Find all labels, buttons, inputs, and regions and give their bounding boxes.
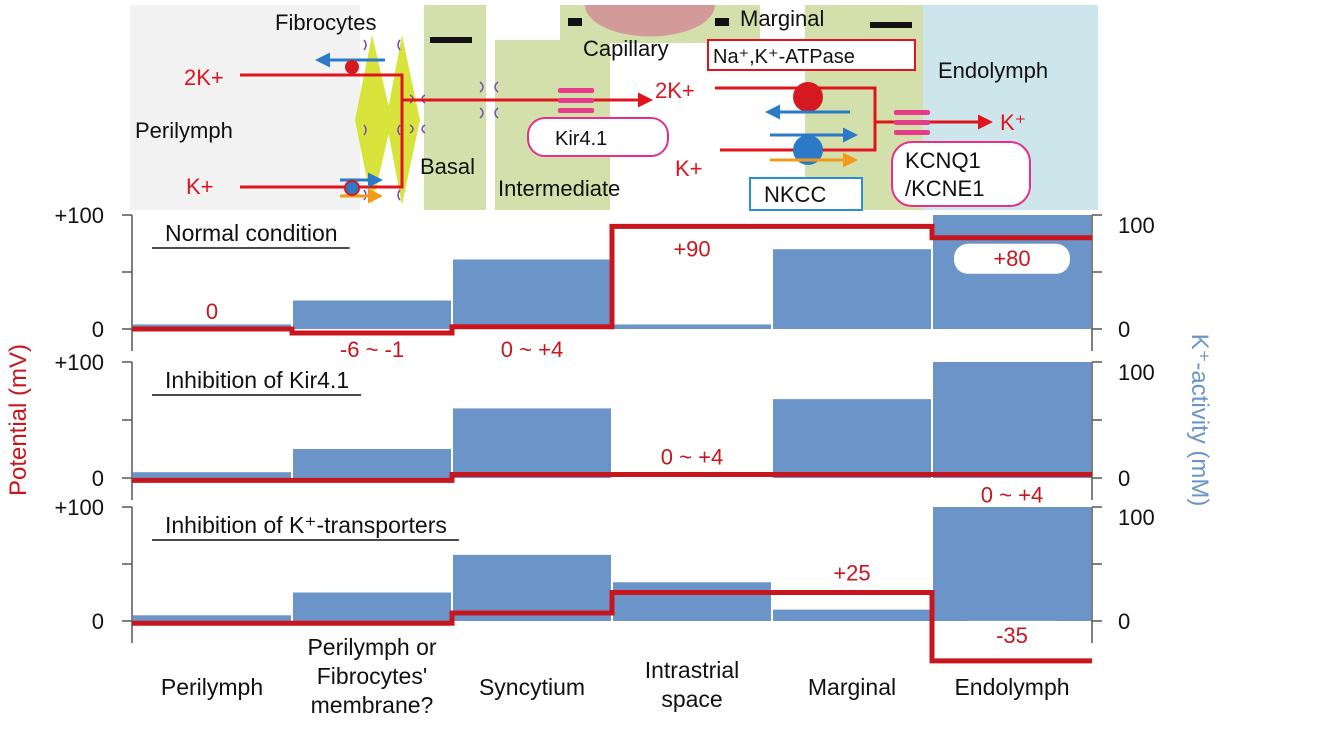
fibrocytes-label: Fibrocytes — [275, 10, 376, 35]
capillary-wall-right — [715, 18, 729, 26]
k-activity-bar — [773, 609, 931, 621]
atpase-label: Na⁺,K⁺-ATPase — [713, 46, 855, 68]
chart-panel: +100 0 100 0 Inhibition of Kir4.1 0 ~ +4 0 ~ +… — [54, 350, 1155, 511]
basal-label: Basal — [420, 154, 475, 179]
potential-line — [132, 590, 1092, 664]
nkcc-label-box — [749, 177, 863, 211]
category-label: membrane? — [311, 692, 434, 718]
schematic: Fibrocytes Perilymph Basal Intermediate … — [130, 5, 1098, 211]
category-label: Perilymph — [161, 674, 263, 700]
kcnq1-channel — [894, 110, 930, 135]
kcnq-label-line1: KCNQ1 — [905, 148, 981, 173]
atpase-pump — [793, 82, 823, 112]
kir41-label: Kir4.1 — [555, 128, 607, 150]
k-activity-bar — [133, 472, 291, 478]
right-tick-label: 0 — [1118, 317, 1130, 342]
k-activity-bar — [453, 408, 611, 478]
potential-label: 0 ~ +4 — [981, 483, 1043, 508]
k-activity-bar — [453, 259, 611, 329]
category-label: Fibrocytes' — [317, 663, 427, 689]
k-activity-bar — [453, 554, 611, 621]
potential-label: -35 — [996, 623, 1028, 648]
fibrocyte-pump — [345, 60, 359, 74]
potential-label-bg — [954, 620, 1070, 651]
right-tick-label: 100 — [1118, 213, 1155, 238]
perilymph-region — [130, 5, 360, 210]
tight-junction-marginal — [870, 22, 912, 28]
right-tick-label: 100 — [1118, 360, 1155, 385]
capillary-shape — [585, 5, 715, 37]
nkcc-label: NKCC — [764, 182, 826, 207]
right-tick-label: 100 — [1118, 505, 1155, 530]
left-tick-label: 0 — [92, 466, 104, 491]
k-activity-bar — [293, 300, 451, 329]
potential-label: +25 — [833, 561, 870, 586]
category-label: Syncytium — [479, 674, 585, 700]
left-tick-label: 0 — [92, 609, 104, 634]
chart-panel: +100 0 100 0 Normal condition 0 -6 ~ -1 0 ~ +4 +… — [54, 203, 1154, 362]
capillary-wall-left — [568, 18, 582, 26]
potential-label-bg — [954, 243, 1070, 274]
marginal-label: Marginal — [740, 6, 824, 31]
potential-label: +80 — [993, 246, 1030, 271]
capillary-label: Capillary — [583, 36, 669, 61]
k-activity-bar — [613, 582, 771, 621]
k-activity-bar — [293, 592, 451, 621]
chart-panel: +100 0 100 0 Inhibition of K⁺-transporters +2… — [54, 495, 1155, 664]
atpase-label-box — [707, 39, 916, 71]
ion-k-right: K⁺ — [1000, 110, 1026, 135]
fibrocyte-cell-left — [355, 35, 392, 205]
potential-label: -6 ~ -1 — [340, 337, 404, 362]
left-tick-label: +100 — [54, 350, 104, 375]
k-activity-bar — [773, 249, 931, 329]
right-tick-label: 0 — [1118, 609, 1130, 634]
k-activity-bar — [293, 449, 451, 478]
category-labels: Perilymph Perilymph or Fibrocytes' membrane… — [161, 634, 1070, 718]
panel-title: Normal condition — [165, 220, 338, 246]
k-activity-bar — [773, 399, 931, 478]
potential-line — [132, 472, 1092, 483]
panel-title: Inhibition of Kir4.1 — [165, 367, 349, 393]
potential-label: 0 ~ +4 — [661, 445, 723, 470]
potential-label: +90 — [673, 236, 710, 261]
kir41-channel — [558, 88, 594, 113]
tight-junction-basal — [430, 37, 472, 43]
ion-2k-left: 2K+ — [184, 65, 224, 90]
kcnq-label-line2: /KCNE1 — [905, 176, 984, 201]
category-label: Perilymph or — [307, 634, 436, 660]
k-activity-bar — [613, 324, 771, 329]
right-tick-label: 0 — [1118, 466, 1130, 491]
category-label: Intrastrial — [645, 657, 740, 683]
potential-label-bg — [954, 480, 1070, 511]
perilymph-label: Perilymph — [135, 118, 233, 143]
ion-k-mid: K+ — [675, 156, 703, 181]
endolymph-region-label: Endolymph — [938, 58, 1048, 83]
left-axis-title: Potential (mV) — [5, 344, 32, 496]
ion-k-left: K+ — [186, 174, 214, 199]
ion-2k-mid: 2K+ — [655, 78, 695, 103]
k-activity-bar — [133, 615, 291, 621]
left-tick-label: +100 — [54, 495, 104, 520]
k-activity-bar — [933, 362, 1091, 478]
category-label: space — [661, 686, 722, 712]
right-axis-title: K⁺-activity (mM) — [1186, 334, 1213, 507]
category-label: Marginal — [808, 674, 896, 700]
kir41-label-box — [527, 117, 669, 157]
kcnq-label-box — [891, 141, 1031, 207]
k-activity-bar — [933, 507, 1091, 621]
panel-title: Inhibition of K⁺-transporters — [165, 512, 447, 538]
left-tick-label: 0 — [92, 317, 104, 342]
potential-line — [132, 223, 1092, 336]
category-label: Endolymph — [954, 674, 1069, 700]
basal-cell-layer — [424, 5, 486, 210]
potential-label: 0 ~ +4 — [501, 337, 563, 362]
potential-label: 0 — [206, 299, 218, 324]
nkcc-transporter — [793, 135, 823, 165]
intermediate-label: Intermediate — [498, 176, 620, 201]
left-tick-label: +100 — [54, 203, 104, 228]
fibrocyte-cotransporter — [344, 180, 360, 196]
